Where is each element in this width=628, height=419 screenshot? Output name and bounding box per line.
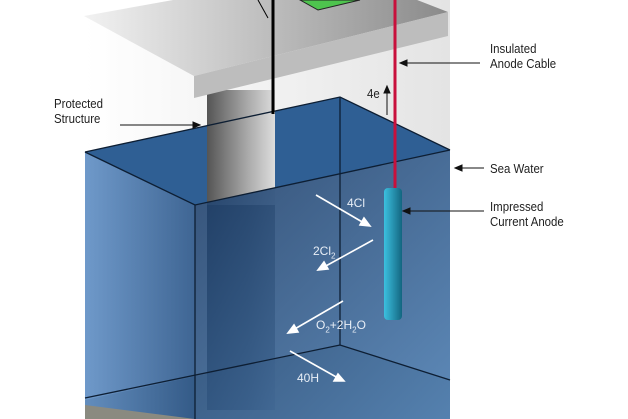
- reaction-arrows: [286, 194, 374, 382]
- text: +2H: [329, 318, 353, 332]
- text: O: [316, 318, 326, 332]
- reaction-hydroxide: 40H: [297, 371, 320, 385]
- label-line: Insulated: [490, 41, 537, 56]
- label-sea-water: Sea Water: [490, 161, 544, 176]
- callout-arrows: [120, 59, 484, 215]
- subscript: 2: [352, 325, 357, 335]
- reaction-chloride: 4Cl: [347, 196, 366, 210]
- label-line: Impressed: [490, 199, 544, 214]
- label-line: Current Anode: [490, 214, 564, 229]
- text: O: [356, 318, 366, 332]
- protected-structure-column: [207, 90, 275, 205]
- subscript: 2: [331, 251, 336, 261]
- wire-label-arrow: [257, 0, 269, 19]
- water-edges: [84, 96, 451, 419]
- label-line: Protected: [54, 96, 103, 111]
- label-line: Anode Cable: [490, 56, 557, 71]
- subscript: 2: [325, 325, 330, 335]
- text: 2Cl: [313, 244, 332, 258]
- label-electrons: 4e: [367, 86, 380, 101]
- platform-front: [194, 12, 448, 98]
- reaction-oxygen-water: O2+2H2O: [316, 318, 366, 334]
- water-left-face: [85, 152, 195, 419]
- impressed-current-anode: [384, 188, 402, 320]
- reaction-chlorine: 2Cl2: [313, 244, 335, 260]
- label-line: Structure: [54, 111, 101, 126]
- platform-top: [84, 0, 448, 76]
- power-supply-box: [298, 0, 361, 11]
